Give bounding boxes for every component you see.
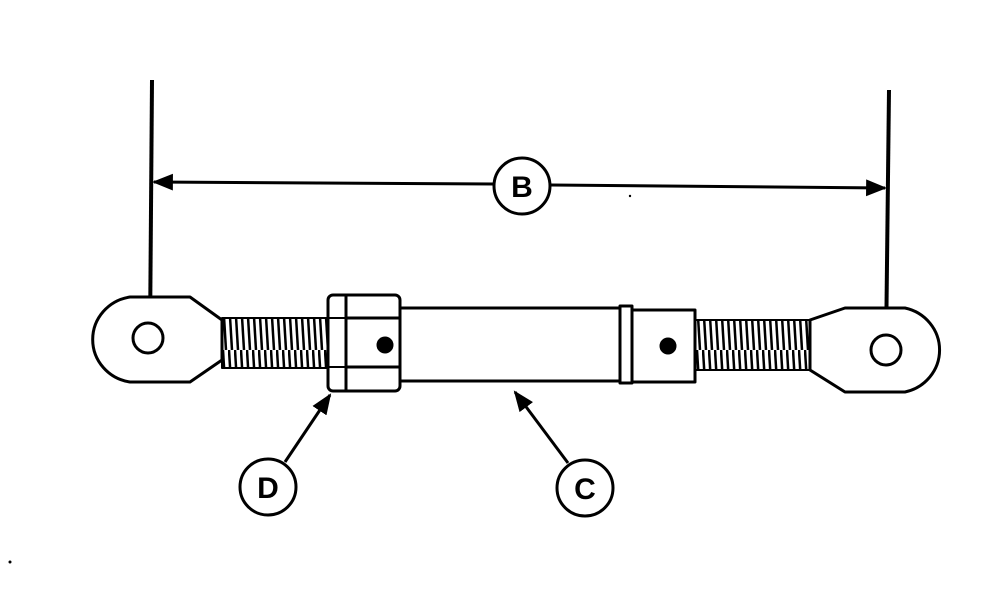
arrow-d	[283, 393, 332, 463]
adjusting-tube	[398, 304, 697, 385]
label-b-callout: B	[492, 156, 552, 216]
label-c-callout: C	[555, 458, 615, 518]
right-rod-end	[694, 306, 942, 394]
label-d-callout: D	[238, 457, 298, 517]
left-rod-end	[91, 295, 331, 384]
arrow-c	[513, 390, 570, 464]
dimension-line-right	[550, 179, 888, 197]
speck	[628, 194, 632, 198]
dimension-line-left	[151, 173, 495, 191]
label-b: B	[511, 171, 533, 204]
speck	[8, 560, 12, 564]
label-c: C	[574, 473, 596, 506]
left-extension-line	[148, 79, 154, 339]
label-d: D	[257, 472, 279, 505]
lock-nut	[326, 293, 402, 393]
